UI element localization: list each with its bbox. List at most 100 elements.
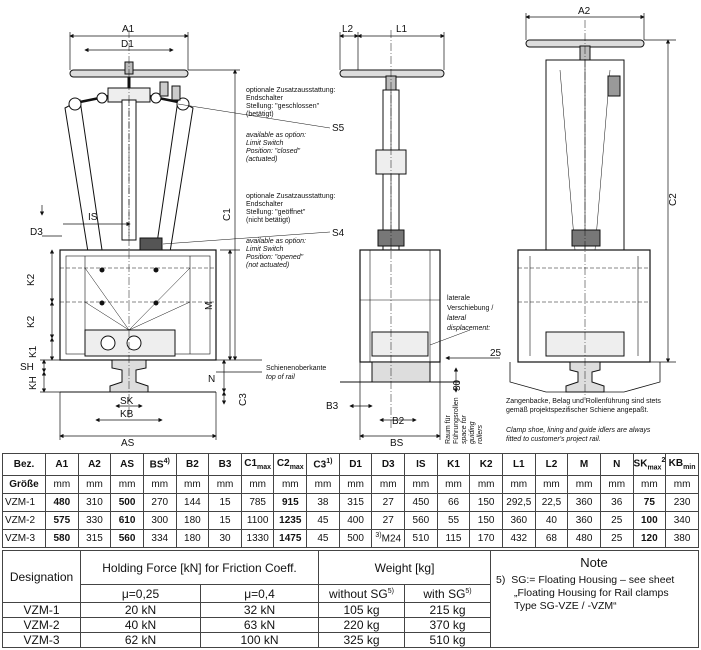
housing-front: [59, 237, 217, 361]
dim-c3: C3: [238, 393, 249, 406]
mu-025-header: μ=0,25: [80, 584, 201, 603]
clamp-annotation: Zangenbacke, Belag und Rollenführung sin…: [506, 398, 661, 443]
force-cell-f2: 100 kN: [199, 632, 320, 648]
dims-header-kb: KBmin: [665, 453, 699, 476]
end-view: [509, 13, 676, 400]
dims-cell-a2: 315: [77, 529, 112, 548]
dim-kb: KB: [120, 409, 134, 420]
dims-row-name: VZM-2: [2, 511, 46, 530]
dims-cell-l1: 432: [501, 529, 536, 548]
front-view: [39, 30, 331, 440]
dims-unit: mm: [501, 475, 536, 494]
force-cell-w2: 510 kg: [404, 632, 492, 648]
dims-unit: mm: [632, 475, 667, 494]
s4-de-3: Stellung: "geöffnet": [246, 209, 306, 216]
guide-2: Führungsrollen: [453, 397, 460, 444]
note-box: Note 5) SG:= Floating Housing – see shee…: [490, 550, 699, 648]
dims-unit: mm: [404, 475, 438, 494]
dims-cell-b2: 180: [175, 511, 210, 530]
dims-header-k2: K2: [469, 453, 503, 476]
note-line-3: Type SG-VZE / -VZM“: [514, 600, 617, 612]
dims-cell-k2: 150: [469, 511, 503, 530]
dims-unit: mm: [534, 475, 569, 494]
dims-cell-c1: 785: [240, 493, 275, 512]
dims-cell-d3: 27: [371, 493, 406, 512]
dims-header-n: N: [599, 453, 634, 476]
dim-n: N: [208, 374, 215, 385]
lateral-de-2: Verschiebung /: [447, 305, 493, 312]
dims-unit: mm: [371, 475, 406, 494]
dims-unit: mm: [77, 475, 112, 494]
dims-cell-m: 360: [567, 493, 601, 512]
dims-cell-k2: 170: [469, 529, 503, 548]
guide-4: guiding: [469, 421, 476, 444]
dims-unit: mm: [338, 475, 373, 494]
weight-header: Weight [kg]: [318, 550, 492, 585]
rail-top-en: top of rail: [266, 374, 295, 381]
dims-cell-is: 450: [404, 493, 438, 512]
dims-cell-d3: 27: [371, 511, 406, 530]
dims-cell-as: 560: [110, 529, 144, 548]
dims-cell-k1: 55: [436, 511, 471, 530]
s4-en-4: (not actuated): [246, 262, 289, 269]
dims-header-a1: A1: [45, 453, 79, 476]
dims-unit: mm: [469, 475, 503, 494]
dims-cell-c3: 45: [306, 511, 340, 530]
s4-annotation: optionale Zusatzausstattung: Endschalter…: [246, 193, 345, 269]
lateral-de-1: laterale: [447, 295, 470, 302]
clamp-de-2: gemäß projektspezifischer Schiene angepa…: [506, 407, 648, 414]
dims-header-bs: BS4): [142, 453, 177, 476]
force-cell-w2: 370 kg: [404, 617, 492, 633]
marker-s5: S5: [332, 123, 345, 134]
dims-cell-c2: 1235: [273, 511, 308, 530]
dim-bs: BS: [390, 438, 404, 449]
dim-c1: C1: [222, 208, 233, 221]
guide-space-annotation: Raum für Führungsrollen space for guidin…: [445, 397, 484, 444]
dims-cell-a1: 580: [45, 529, 79, 548]
dims-row-name: VZM-3: [2, 529, 46, 548]
dims-header-b3: B3: [208, 453, 242, 476]
force-cell-name: VZM-2: [2, 617, 81, 633]
dims-cell-m: 360: [567, 511, 601, 530]
dim-a2: A2: [578, 6, 591, 17]
dim-k1: K1: [28, 345, 39, 358]
dim-d3: D3: [30, 227, 43, 238]
force-cell-w1: 105 kg: [318, 602, 406, 618]
dims-cell-bs: 270: [142, 493, 177, 512]
dims-cell-c2: 1475: [273, 529, 308, 548]
dims-cell-c1: 1330: [240, 529, 275, 548]
s5-de-3: Stellung: "geschlossen": [246, 103, 320, 110]
note-line-2: „Floating Housing for Rail clamps: [514, 587, 669, 599]
rail-front: [60, 359, 216, 393]
dims-cell-l2: 68: [534, 529, 569, 548]
front-dimensions: [39, 32, 262, 440]
dims-unit: mm: [240, 475, 275, 494]
dims-unit: mm: [175, 475, 210, 494]
dim-b3: B3: [326, 401, 339, 412]
dim-b2: B2: [392, 416, 405, 427]
dims-cell-d1: 315: [338, 493, 373, 512]
dims-cell-bs: 334: [142, 529, 177, 548]
dims-header-is: IS: [404, 453, 438, 476]
dims-unit: mm: [436, 475, 471, 494]
dims-cell-sk: 100: [632, 511, 667, 530]
dims-unit: mm: [306, 475, 340, 494]
s4-en-3: Position: "opened": [246, 254, 304, 261]
s4-de-4: (nicht betätigt): [246, 217, 290, 224]
dims-cell-d1: 400: [338, 511, 373, 530]
dims-header-c3: C31): [306, 453, 340, 476]
dims-cell-b3: 15: [208, 493, 242, 512]
dims-header-l2: L2: [534, 453, 569, 476]
dims-cell-c1: 1100: [240, 511, 275, 530]
s5-de-1: optionale Zusatzausstattung:: [246, 87, 336, 94]
note-text: 5) SG:= Floating Housing – see sheet „Fl…: [496, 574, 698, 613]
dims-header-a2: A2: [77, 453, 112, 476]
dims-unit: mm: [45, 475, 79, 494]
dims-cell-is: 560: [404, 511, 438, 530]
